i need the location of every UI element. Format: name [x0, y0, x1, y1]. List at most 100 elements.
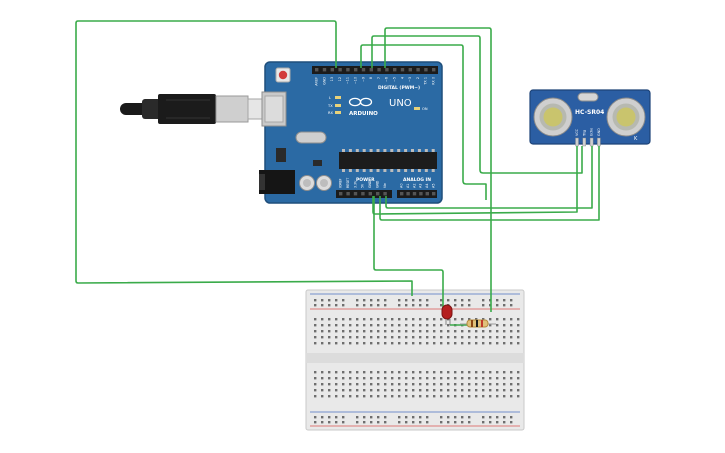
power-pin-label: Vin [383, 183, 387, 188]
digital-header-label: DIGITAL (PWM~) [378, 85, 420, 91]
digital-pin-label: ~5 [393, 77, 397, 82]
breadboard-holes[interactable] [314, 299, 520, 424]
power-header-label: POWER [356, 177, 375, 183]
analog-pin-hole[interactable] [412, 192, 417, 196]
digital-pin-hole[interactable] [346, 68, 350, 72]
digital-pin-label: 4 [400, 77, 404, 79]
led-label-tx: TX [327, 104, 333, 108]
arduino-logo [348, 97, 373, 107]
digital-pin-hole[interactable] [408, 68, 412, 72]
analog-pin-label: A0 [400, 184, 404, 188]
digital-pin-label: 2 [416, 77, 420, 79]
digital-pin-hole[interactable] [400, 68, 405, 72]
wire-pin6-to-sensor[interactable] [384, 27, 492, 312]
digital-pin-label: TX 1 [424, 77, 428, 86]
power-pin-hole[interactable] [339, 192, 343, 196]
power-pin-hole[interactable] [383, 192, 387, 196]
reset-button-icon[interactable] [275, 67, 291, 83]
wire-gnd-to-sensor-echo[interactable] [385, 146, 593, 209]
jumper-wires [75, 20, 600, 312]
resistor[interactable] [460, 319, 496, 328]
red-led[interactable] [441, 304, 453, 325]
power-analog-pin-holes[interactable] [339, 192, 436, 196]
digital-pin-hole[interactable] [432, 68, 436, 72]
power-pin-hole[interactable] [368, 192, 372, 196]
led-label-rx: RX [328, 111, 333, 115]
analog-pin-label: A4 [425, 184, 429, 188]
board-brand: ARDUINO [349, 111, 378, 117]
analog-pin-label: A5 [432, 184, 436, 188]
digital-pin-hole[interactable] [315, 68, 319, 72]
led-label-on: ON [422, 107, 428, 111]
sensor-pin[interactable] [582, 137, 586, 147]
analog-pin-hole[interactable] [406, 192, 410, 196]
power-pin-label: GND [368, 180, 372, 188]
wire-gnd-to-sensor-gnd[interactable] [379, 146, 600, 221]
digital-pin-hole[interactable] [424, 68, 428, 72]
sensor-pin[interactable] [589, 137, 594, 147]
wire-gnd-to-breadboard[interactable] [75, 20, 413, 296]
analog-pin-label: A1 [406, 184, 410, 188]
digital-pin-label: 7 [377, 77, 381, 79]
digital-pin-label: 13 [330, 77, 334, 81]
analog-pin-hole[interactable] [425, 192, 429, 196]
digital-pin-hole[interactable] [354, 68, 358, 72]
capacitors [299, 175, 332, 191]
sensor-pin-label: GND [597, 128, 601, 136]
board-leds: L TX RX ON [327, 96, 428, 115]
digital-pin-label: AREF [315, 77, 319, 86]
power-pin-hole[interactable] [353, 192, 358, 196]
digital-pin-label: 12 [338, 77, 342, 81]
power-pin-label: IOREF [339, 178, 343, 188]
digital-pin-label: ~10 [354, 77, 358, 84]
digital-pin-hole[interactable] [416, 68, 420, 72]
power-pin-label: RESET [346, 178, 350, 188]
digital-pin-hole[interactable] [361, 68, 366, 72]
digital-pin-hole[interactable] [385, 68, 389, 72]
digital-header[interactable] [312, 66, 438, 74]
wire-gnd-to-led[interactable] [373, 196, 444, 310]
digital-pin-hole[interactable] [369, 68, 373, 72]
digital-pin-label: GND [322, 77, 326, 85]
analog-pin-hole[interactable] [432, 192, 436, 196]
analog-pin-hole[interactable] [400, 192, 404, 196]
wire-pin7-to-sensor[interactable] [371, 35, 583, 174]
digital-pin-label: ~6 [385, 77, 389, 82]
sensor-pin[interactable] [575, 137, 579, 147]
sensor-model: HC-SR04 [575, 109, 604, 116]
sensor-pin-label: VCC [575, 128, 579, 136]
sensor-pin-label: Echo [590, 128, 594, 136]
analog-pin-hole[interactable] [419, 192, 423, 196]
power-pin-hole[interactable] [346, 192, 350, 196]
sensor-pin[interactable] [597, 137, 601, 147]
digital-pin-holes[interactable] [315, 68, 436, 72]
wire-pin8-to-resistor[interactable] [360, 44, 487, 200]
sensor-crystal [577, 92, 599, 102]
analog-header[interactable] [397, 190, 437, 198]
digital-pin-label: ~11 [346, 77, 350, 84]
digital-pin-hole[interactable] [330, 68, 334, 72]
svg-text:K: K [634, 136, 638, 142]
led-label-l: L [329, 96, 331, 100]
digital-pin-label: ~3 [408, 77, 412, 82]
crystal-oscillator [295, 131, 327, 144]
digital-pin-hole[interactable] [377, 68, 381, 72]
digital-pin-hole[interactable] [338, 68, 342, 72]
board-model: UNO [389, 98, 412, 109]
power-jack-icon [259, 170, 295, 194]
sensor-pins[interactable] [575, 137, 601, 147]
power-pin-hole[interactable] [361, 192, 365, 196]
digital-pin-hole[interactable] [322, 68, 327, 72]
ultrasonic-transducer-icon [533, 97, 646, 137]
analog-pin-label: A2 [412, 184, 416, 188]
usb-cable-icon [120, 94, 273, 124]
power-pin-label: GND [376, 180, 380, 188]
digital-pin-hole[interactable] [393, 68, 397, 72]
power-pin-hole[interactable] [376, 192, 380, 196]
digital-pin-label: ~9 [361, 77, 365, 82]
